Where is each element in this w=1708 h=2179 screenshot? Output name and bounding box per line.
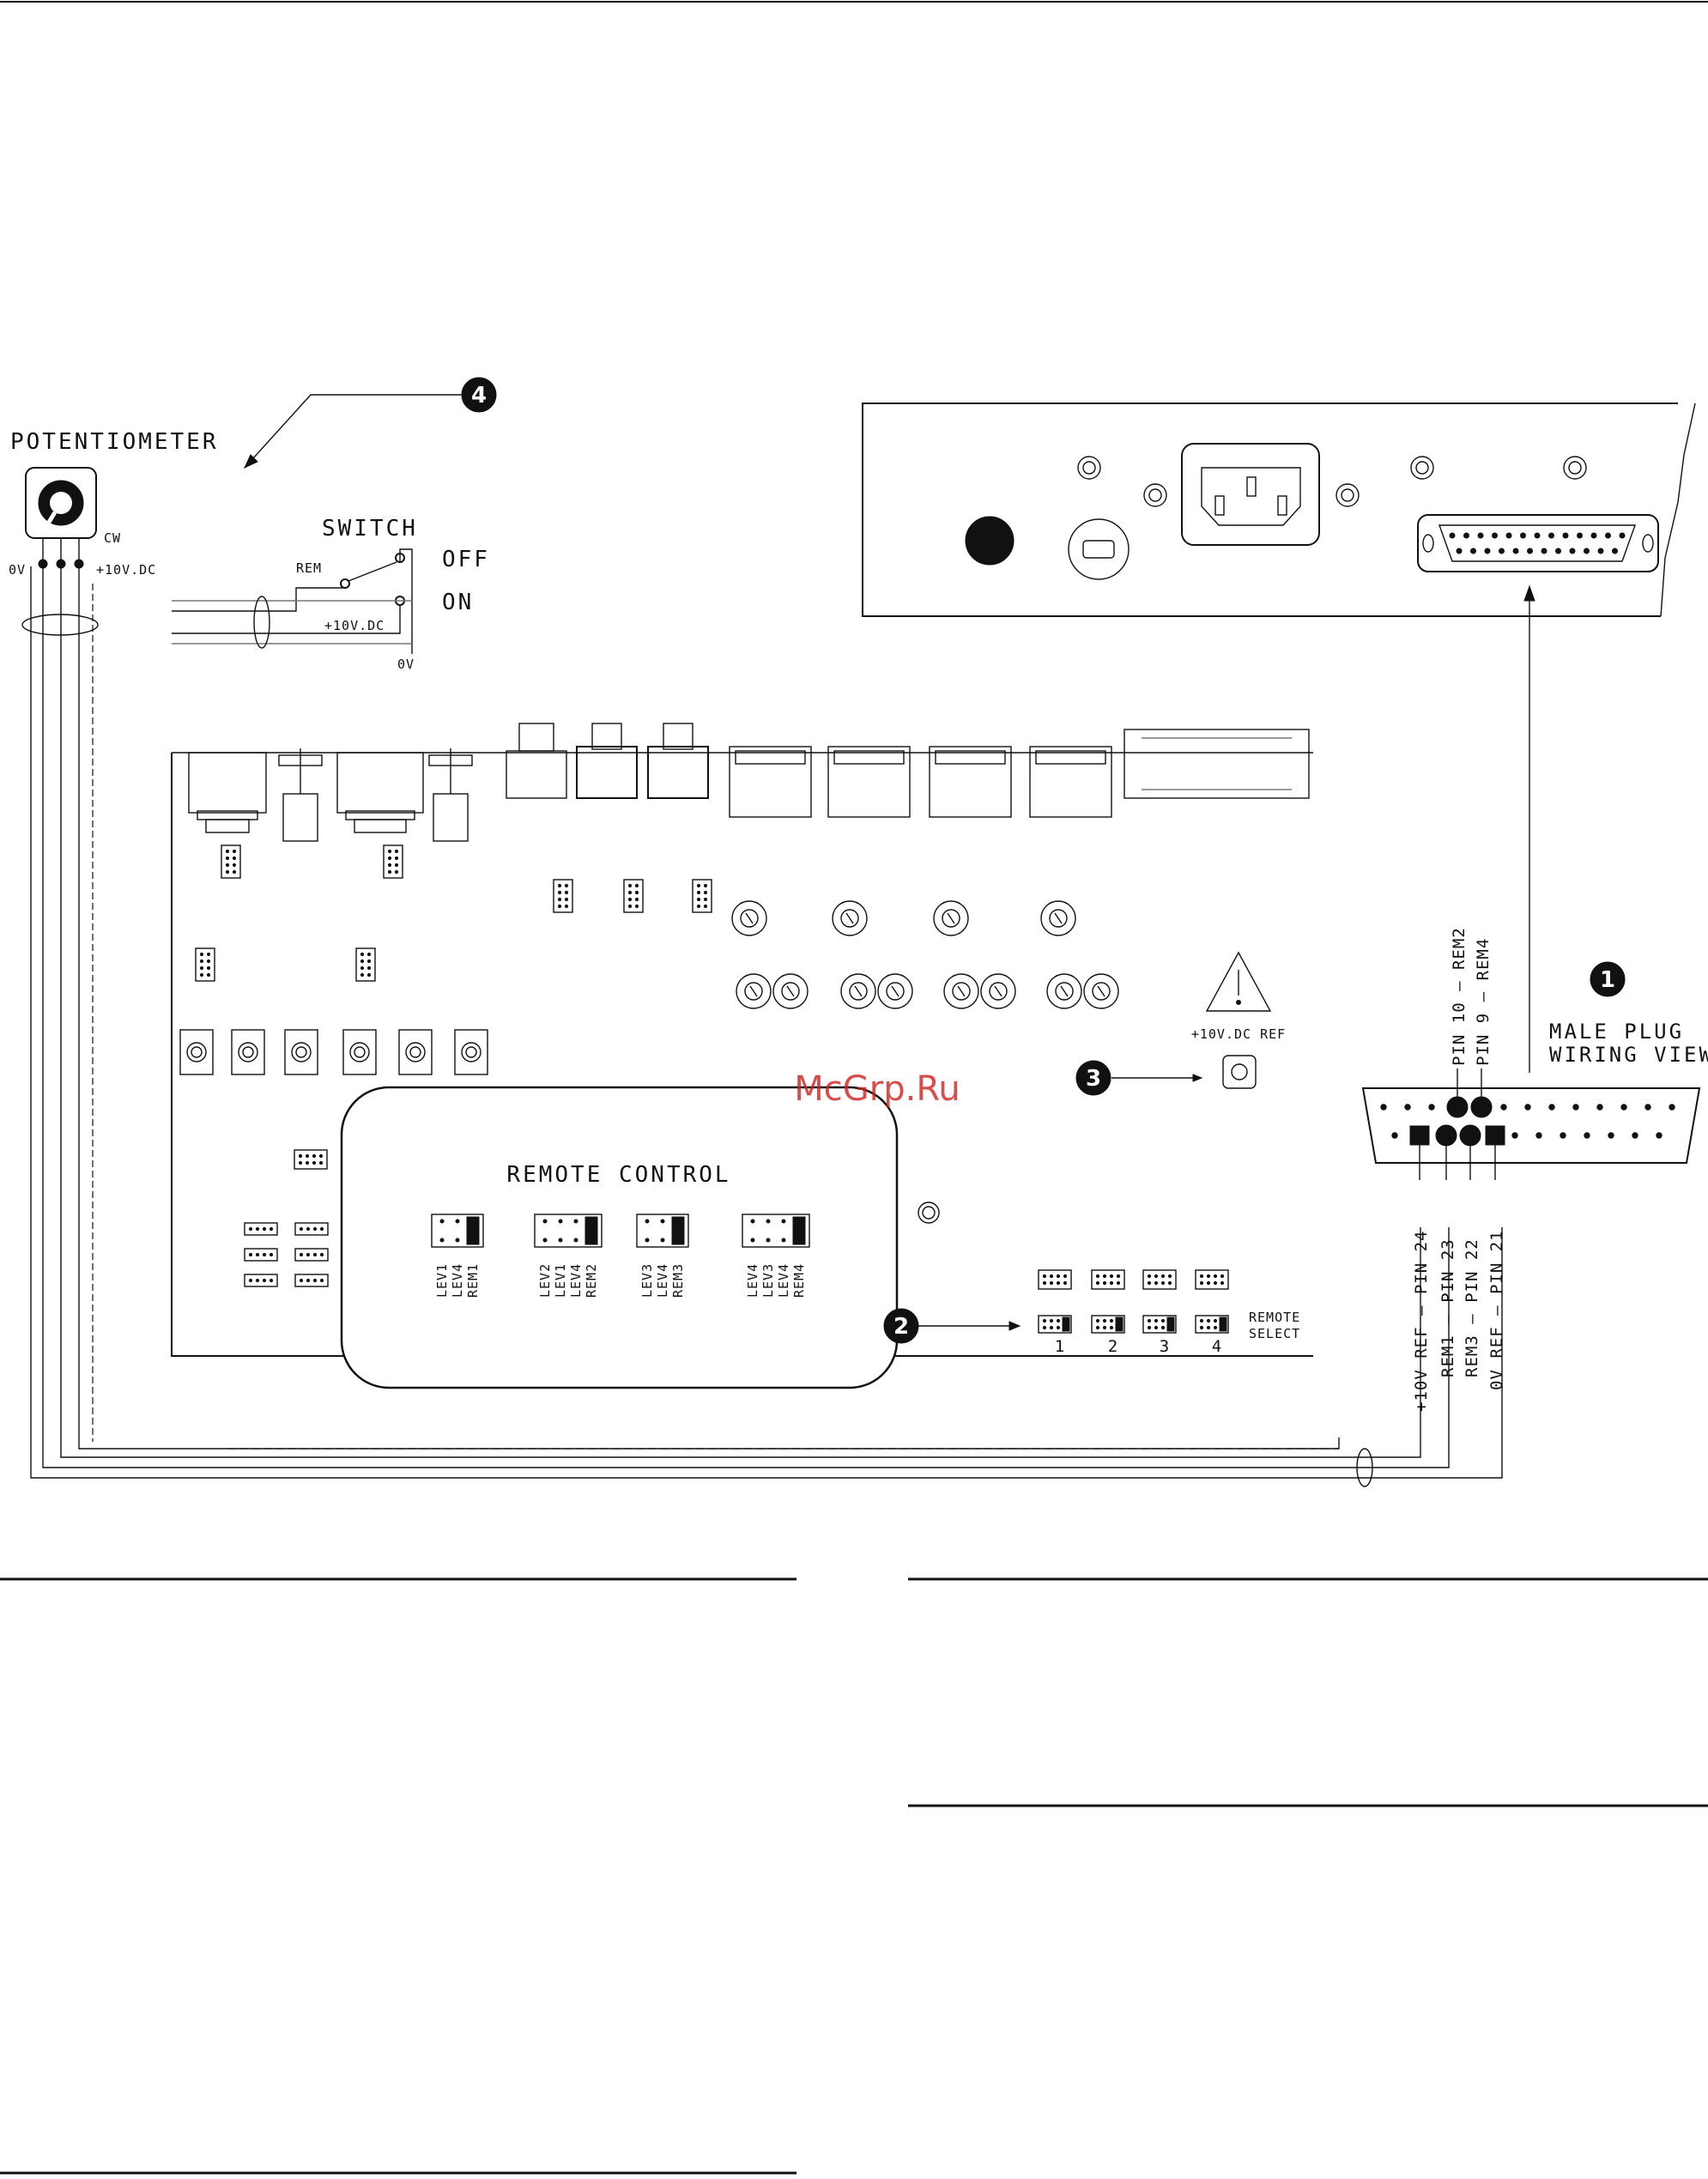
- remote-select-label-1: REMOTE: [1249, 1310, 1300, 1325]
- pin-24-label: +10V REF — PIN 24: [1412, 1231, 1431, 1412]
- remote-group-label: LEV1: [553, 1263, 568, 1298]
- watermark: McGrp.Ru: [794, 1069, 960, 1109]
- svg-text:1: 1: [1600, 967, 1615, 993]
- male-plug-pins: [1380, 1104, 1675, 1139]
- pcb-controls: [179, 1029, 488, 1075]
- switch-on-label: ON: [442, 590, 474, 615]
- remote-group-label: REM3: [670, 1263, 686, 1298]
- db25-panel-connector: [1417, 514, 1659, 572]
- remote-group-label: LEV3: [760, 1263, 776, 1298]
- pot-0v-label: 0V: [9, 562, 26, 578]
- panel-fuse: [1068, 518, 1130, 580]
- ref-testpoint: [1222, 1055, 1257, 1089]
- ref-10v-label: +10V.DC REF: [1191, 1026, 1286, 1042]
- remote-group-label: LEV4: [655, 1263, 670, 1298]
- remote-group-label: LEV3: [639, 1263, 655, 1298]
- male-plug: MALE PLUG WIRING VIEW PIN 10 — REM2 PIN …: [1361, 927, 1708, 1412]
- remote-select-number: 2: [1108, 1337, 1118, 1356]
- remote-select-number: 3: [1160, 1337, 1170, 1356]
- svg-text:2: 2: [893, 1314, 909, 1340]
- pin-9-label: PIN 9 — REM4: [1474, 938, 1493, 1066]
- male-plug-label-2: WIRING VIEW: [1549, 1043, 1708, 1067]
- potentiometer: POTENTIOMETER 0V CW +10V.DC: [9, 429, 219, 578]
- pin-10-label: PIN 10 — REM2: [1450, 927, 1469, 1066]
- callout-3: 3: [1075, 1060, 1203, 1096]
- switch-0v-label: 0V: [397, 657, 415, 672]
- remote-group-label: LEV4: [776, 1263, 791, 1298]
- remote-select: 1 2 3 4 REMOTE SELECT: [1038, 1310, 1300, 1356]
- pcb-trimmers: [731, 900, 1119, 1009]
- callout-4: 4: [243, 377, 497, 469]
- switch-off-label: OFF: [442, 547, 490, 572]
- warning-triangle-icon: [1205, 951, 1272, 1012]
- remote-select-number: 4: [1212, 1337, 1222, 1356]
- switch-rem-label: REM: [296, 560, 322, 576]
- remote-group-label: LEV2: [537, 1263, 553, 1298]
- svg-text:3: 3: [1086, 1066, 1101, 1092]
- switch-10v-label: +10V.DC: [324, 618, 385, 633]
- pcb-top-connectors: [188, 723, 1310, 842]
- male-plug-label-1: MALE PLUG: [1549, 1020, 1684, 1044]
- remote-control-title: REMOTE CONTROL: [506, 1162, 730, 1188]
- db25-panel-pins: [1449, 532, 1626, 554]
- panel-jack: [965, 516, 1015, 566]
- pot-cable: [21, 566, 1503, 1487]
- pin-22-label: REM3 — PIN 22: [1463, 1238, 1481, 1377]
- remote-group-label: LEV4: [450, 1263, 465, 1298]
- iec-inlet: [1181, 443, 1320, 546]
- remote-group-label: LEV4: [568, 1263, 584, 1298]
- remote-group-label: REM4: [791, 1263, 807, 1298]
- switch-label: SWITCH: [322, 516, 418, 542]
- pcb-jumper-headers: [195, 844, 1229, 1290]
- svg-text:4: 4: [471, 383, 487, 409]
- pcb-board: +10V.DC REF: [171, 723, 1313, 1357]
- potentiometer-label: POTENTIOMETER: [10, 429, 219, 455]
- callout-2: 2: [883, 1308, 1021, 1344]
- remote-group-label: REM1: [465, 1263, 481, 1298]
- pot-cw-label: CW: [104, 530, 121, 546]
- remote-group-label: REM2: [584, 1263, 599, 1298]
- rear-panel: [862, 403, 1696, 1073]
- pot-10v-label: +10V.DC: [96, 562, 156, 578]
- pin-23-label: REM1 — PIN 23: [1438, 1238, 1457, 1377]
- remote-select-label-2: SELECT: [1249, 1326, 1300, 1341]
- remote-group-label: LEV4: [745, 1263, 760, 1298]
- pin-21-label: 0V REF — PIN 21: [1487, 1230, 1506, 1390]
- remote-group-label: LEV1: [434, 1263, 450, 1298]
- switch: SWITCH REM OFF ON +10V.DC 0V: [172, 516, 490, 672]
- remote-select-number: 1: [1055, 1337, 1065, 1356]
- callout-1: 1: [1590, 961, 1626, 997]
